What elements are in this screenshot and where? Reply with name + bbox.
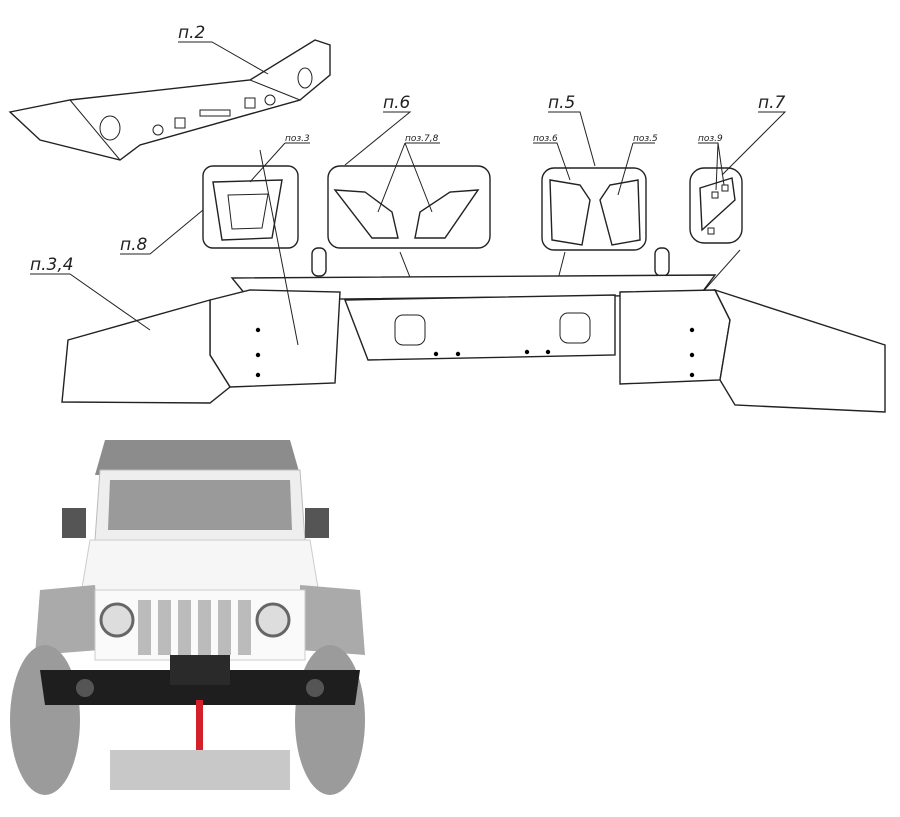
label-poz78: поз.7,8 (405, 134, 439, 144)
jeep-product-photo (10, 440, 365, 795)
callout-p6: п.6 (383, 93, 411, 113)
label-poz3: поз.3 (285, 134, 310, 144)
callout-p34: п.3,4 (30, 255, 74, 275)
winch-strap (196, 700, 203, 755)
assembled-bumper-sketch (8, 39, 331, 161)
callout-p5: п.5 (548, 93, 575, 113)
label-poz6: поз.6 (533, 134, 558, 144)
label-poz5: поз.5 (633, 134, 658, 144)
callout-p2: п.2 (178, 23, 205, 43)
label-poz9: поз.9 (698, 134, 723, 144)
main-bumper-exploded (61, 247, 886, 413)
callout-p8: п.8 (120, 235, 148, 255)
bumper-photo (40, 670, 360, 705)
callout-p7: п.7 (758, 93, 786, 113)
